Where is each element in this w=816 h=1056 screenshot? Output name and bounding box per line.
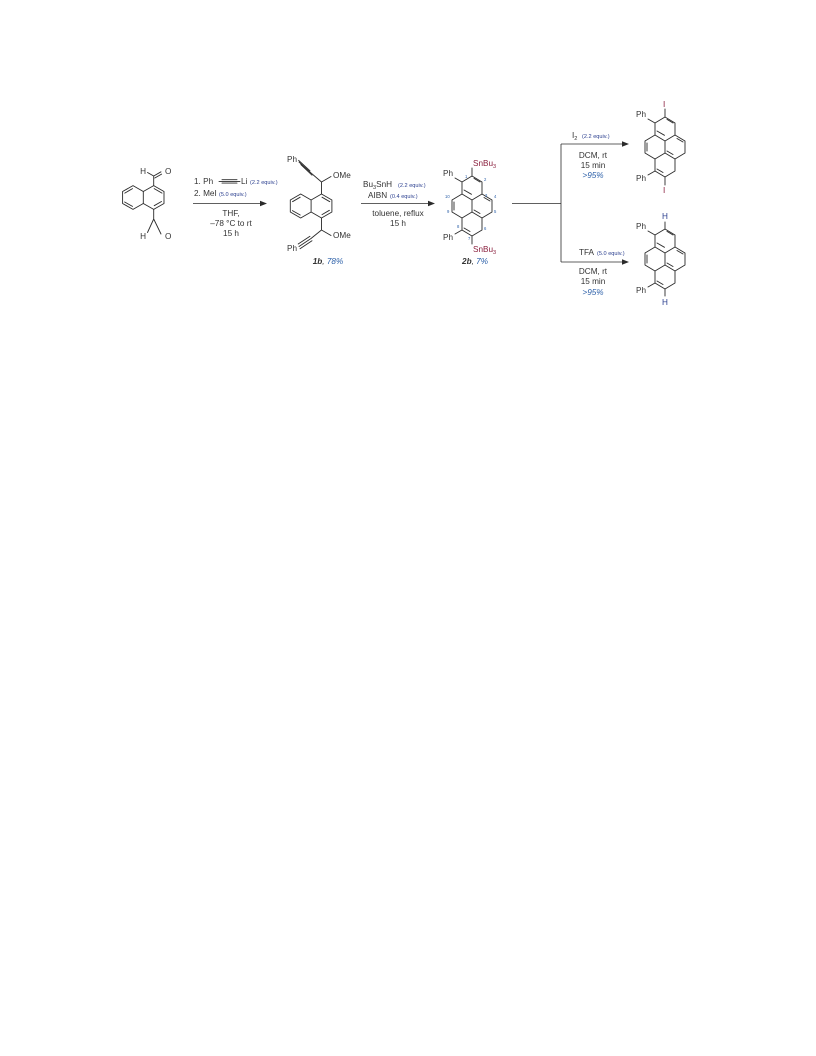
- compound-2b: Ph Ph SnBu3 SnBu3 1 2 3 4 5 6 7 8 9 10 2…: [443, 159, 497, 266]
- 2b-pos-2: 2: [484, 177, 487, 182]
- step1-line1: 1. Ph: [194, 177, 214, 186]
- 1b-caption: 1b, 78%: [313, 257, 344, 266]
- 1b-label: 1b: [313, 257, 323, 266]
- iodine-equiv: (2.2 equiv.): [582, 134, 610, 140]
- start-h-top: H: [140, 167, 146, 176]
- 2b-ph-bottom: Ph: [443, 233, 453, 242]
- 2b-pos-4: 4: [494, 194, 497, 199]
- top-yield: >95%: [582, 171, 603, 180]
- bottom-cond-solvent: DCM, rt: [579, 267, 608, 276]
- step1-lithium: Li: [241, 177, 248, 186]
- starting-dialdehyde: H O H O: [122, 167, 171, 241]
- start-o-bottom: O: [165, 232, 171, 241]
- step2-arrow: [361, 200, 435, 207]
- compound-1b: Ph OMe Ph OMe 1b, 78%: [287, 155, 351, 266]
- bottom-yield: >95%: [582, 288, 603, 297]
- step2-time: 15 h: [390, 219, 406, 228]
- branch-top-conditions: I2 (2.2 equiv.) DCM, rt 15 min >95%: [572, 131, 610, 180]
- 1b-ome-top: OMe: [333, 171, 351, 180]
- tfa-equiv: (5.0 equiv.): [597, 251, 625, 257]
- step1-equiv1: (2.2 equiv.): [250, 180, 278, 186]
- 1b-ph-top: Ph: [287, 155, 297, 164]
- step2-solvent: toluene, reflux: [372, 209, 423, 218]
- diiodo-ph-bottom: Ph: [636, 174, 646, 183]
- step1-equiv2: (5.0 equiv.): [219, 192, 247, 198]
- step2-equiv2: (0.4 equiv.): [390, 194, 418, 200]
- diiodo-ph-top: Ph: [636, 110, 646, 119]
- step1-conditions: 1. Ph Li (2.2 equiv.) 2. MeI (5.0 equiv.…: [194, 177, 278, 238]
- 2b-pos-7: 7: [468, 236, 471, 241]
- step2-equiv1: (2.2 equiv.): [398, 183, 426, 189]
- diiodo-i-bottom: I: [663, 186, 665, 195]
- 2b-caption: 2b, 7%: [461, 257, 488, 266]
- 1b-yield: 78%: [327, 257, 343, 266]
- top-cond-time: 15 min: [581, 161, 606, 170]
- step2-conditions: Bu3SnH (2.2 equiv.) AIBN (0.4 equiv.) to…: [363, 180, 426, 228]
- iodine-reagent: I2: [572, 131, 577, 142]
- step2-reagent1: Bu3SnH: [363, 180, 392, 191]
- dihydro-ph-bottom: Ph: [636, 286, 646, 295]
- step1-solvent: THF,: [222, 209, 239, 218]
- 2b-pos-6: 6: [484, 226, 487, 231]
- bottom-cond-time: 15 min: [581, 277, 606, 286]
- 2b-sn-top: SnBu3: [473, 159, 496, 170]
- product-diiodo: Ph Ph I I: [636, 100, 686, 195]
- dihydro-ph-top: Ph: [636, 222, 646, 231]
- branch-connector: [512, 141, 629, 265]
- step1-time: 15 h: [223, 229, 239, 238]
- diiodo-i-top: I: [663, 100, 665, 109]
- start-o-top: O: [165, 167, 171, 176]
- 2b-pos-8: 8: [457, 224, 460, 229]
- 1b-ome-bottom: OMe: [333, 231, 351, 240]
- top-cond-solvent: DCM, rt: [579, 151, 608, 160]
- 2b-ph-top: Ph: [443, 169, 453, 178]
- 2b-pos-3: 3: [485, 193, 488, 198]
- 2b-sn-bottom: SnBu3: [473, 245, 496, 256]
- product-dihydro: Ph Ph H H: [636, 212, 686, 307]
- dihydro-h-top: H: [662, 212, 668, 221]
- step2-reagent2: AIBN: [368, 191, 387, 200]
- start-h-bottom: H: [140, 232, 146, 241]
- 2b-pos-9: 9: [447, 209, 450, 214]
- 2b-pos-10: 10: [445, 194, 450, 199]
- 2b-pos-5: 5: [494, 209, 497, 214]
- step1-line2: 2. MeI: [194, 189, 217, 198]
- tfa-reagent: TFA: [579, 248, 595, 257]
- dihydro-h-bottom: H: [662, 298, 668, 307]
- 1b-ph-bottom: Ph: [287, 244, 297, 253]
- 2b-pos-1: 1: [465, 174, 468, 179]
- branch-bottom-conditions: TFA (5.0 equiv.) DCM, rt 15 min >95%: [579, 248, 625, 297]
- 2b-label: 2b: [461, 257, 472, 266]
- 2b-yield: 7%: [476, 257, 488, 266]
- step1-arrow: [193, 200, 267, 207]
- step1-temperature: –78 °C to rt: [210, 219, 252, 228]
